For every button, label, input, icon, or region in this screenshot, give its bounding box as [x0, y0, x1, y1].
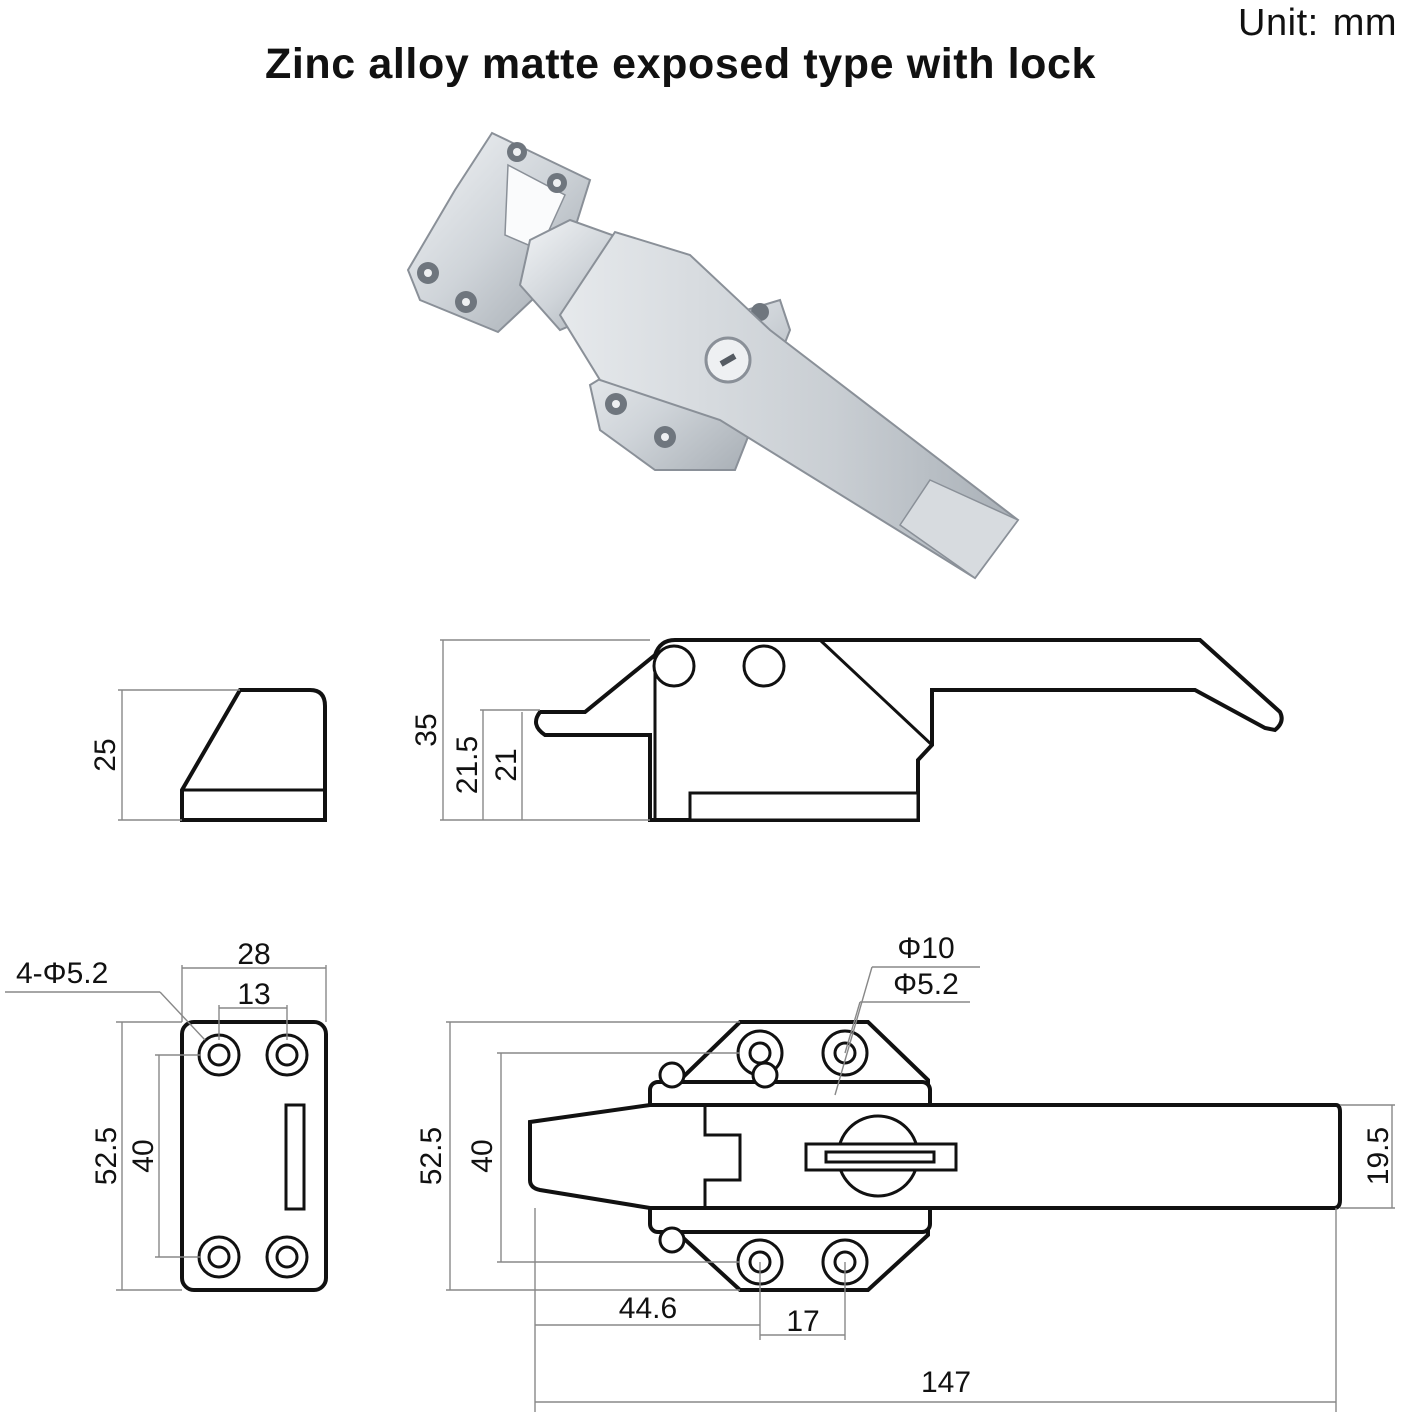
unit-value: mm	[1332, 2, 1397, 44]
dim-main-hole-pitch-y: 40	[466, 1139, 499, 1172]
dim-hole-diameter: Φ5.2	[893, 968, 959, 1001]
dim-main-height: 52.5	[415, 1127, 448, 1185]
dim-overall-length: 147	[921, 1366, 971, 1399]
unit-note: Unit: mm	[1238, 2, 1397, 45]
dim-plate-width: 28	[237, 938, 270, 971]
dim-plate-holes: 4-Φ5.2	[16, 957, 108, 990]
dim-side-total-height: 35	[410, 713, 443, 746]
title-text: Zinc alloy matte exposed type with lock	[265, 40, 1097, 88]
side-view-keeper	[118, 688, 327, 822]
unit-label: Unit:	[1238, 2, 1319, 44]
dim-plate-hole-pitch-y: 40	[127, 1139, 160, 1172]
front-view-latch	[446, 966, 1395, 1412]
plate-holes	[197, 1033, 309, 1279]
dim-plate-hole-pitch-x: 13	[237, 978, 270, 1011]
dim-side-small-height: 25	[89, 738, 122, 771]
dim-side-mid-height-a: 21.5	[451, 736, 484, 794]
product-photo	[406, 131, 1020, 580]
front-view-keeper-plate	[5, 965, 328, 1292]
dim-plate-height: 52.5	[90, 1127, 123, 1185]
dim-handle-width: 19.5	[1362, 1127, 1395, 1185]
dim-side-mid-height-b: 21	[490, 748, 523, 781]
side-view-latch	[440, 638, 1284, 822]
dim-boss-diameter: Φ10	[897, 932, 954, 965]
dim-hole-spacing: 17	[786, 1305, 819, 1338]
dim-offset-to-holes: 44.6	[619, 1292, 677, 1325]
